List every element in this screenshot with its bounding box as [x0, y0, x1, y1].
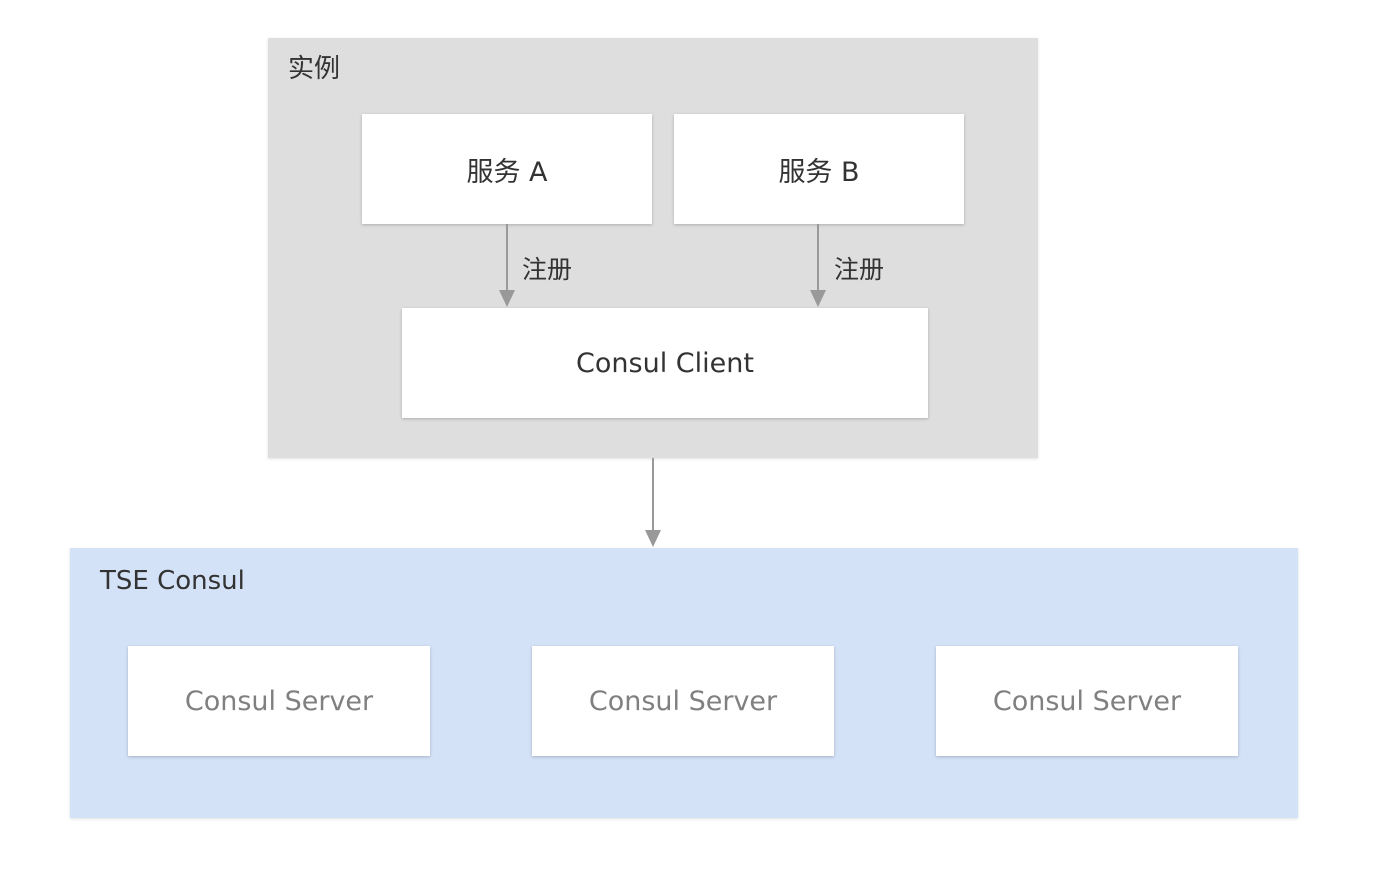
tse-consul-group-title: TSE Consul — [100, 566, 245, 596]
register-label-a: 注册 — [522, 255, 573, 284]
instance-group-title: 实例 — [288, 54, 341, 84]
consul-server-node-3: Consul Server — [936, 646, 1238, 756]
consul-server-node-1: Consul Server — [128, 646, 430, 756]
service-a-node: 服务 A — [362, 114, 652, 224]
arrow-instance-to-tse — [645, 458, 661, 547]
service-b-node: 服务 B — [674, 114, 964, 224]
consul-client-node: Consul Client — [402, 308, 928, 418]
consul-server-node-2: Consul Server — [532, 646, 834, 756]
register-label-b: 注册 — [834, 255, 885, 284]
